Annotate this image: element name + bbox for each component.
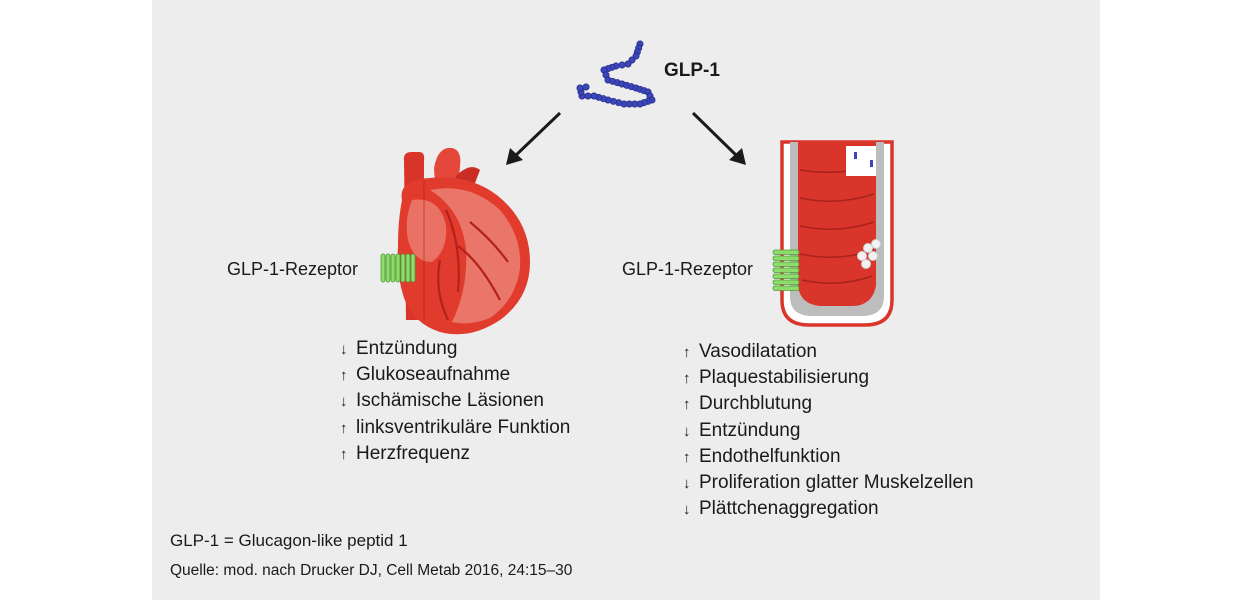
peptide-bead: [590, 92, 598, 100]
arrow-down-icon: ↓: [340, 341, 348, 358]
receptor-helix: [400, 253, 406, 283]
heart-receptor-label: GLP-1-Rezeptor: [227, 259, 359, 279]
receptor-helix: [395, 253, 401, 283]
effect-text: linksventrikuläre Funktion: [356, 416, 571, 438]
list-item: ↓ Ischämische Läsionen: [340, 388, 570, 414]
effect-text: Entzündung: [699, 419, 801, 441]
peptide-bead: [618, 61, 626, 69]
arrow-down-icon: ↓: [683, 422, 691, 440]
peptide-bead: [582, 83, 590, 91]
arrow-up-icon: ↑: [340, 445, 348, 463]
list-item: ↑ linksventrikuläre Funktion: [340, 415, 570, 441]
vessel-receptor-label: GLP-1-Rezeptor: [622, 259, 754, 279]
receptor-helix: [772, 267, 800, 273]
source-note: Quelle: mod. nach Drucker DJ, Cell Metab…: [170, 562, 573, 579]
effect-text: Ischämische Läsionen: [356, 390, 544, 412]
effect-text: Glukoseaufnahme: [356, 364, 511, 386]
peptide-chain-icon: [576, 40, 656, 108]
arrow-down-icon: ↓: [683, 501, 691, 519]
list-item: ↑ Glukoseaufnahme: [340, 362, 570, 388]
list-item: ↑ Endothelfunktion: [683, 444, 974, 470]
arrow-up-icon: ↑: [683, 448, 691, 466]
arrow-down-icon: ↓: [340, 393, 348, 411]
receptor-helix: [410, 253, 416, 283]
peptide-bead: [584, 92, 592, 100]
receptor-helix: [772, 273, 800, 279]
arrow-up-icon: ↑: [683, 344, 691, 361]
receptor-helix: [390, 253, 396, 283]
arrow-up-icon: ↑: [683, 370, 691, 388]
receptor-helix: [772, 261, 800, 267]
effect-text: Vasodilatation: [699, 341, 817, 362]
effect-text: Entzündung: [356, 338, 458, 359]
effect-text: Plättchenaggregation: [699, 498, 879, 520]
receptor-helix: [772, 285, 800, 291]
abbreviation-note: GLP-1 = Glucagon-like peptid 1: [170, 531, 408, 550]
effect-text: Herzfrequenz: [356, 442, 471, 464]
arrow-up-icon: ↑: [340, 367, 348, 385]
blood-vessel-icon: [780, 140, 894, 327]
list-item: ↓ Entzündung: [683, 418, 974, 444]
list-item: ↑ Vasodilatation: [683, 339, 974, 365]
heart-effects-list: ↓ Entzündung ↑ Glukoseaufnahme ↓ Ischämisch…: [340, 336, 570, 467]
effect-text: Plaquestabilisierung: [699, 367, 870, 389]
peptide-bead: [624, 60, 632, 68]
arrow-up-icon: ↑: [683, 396, 691, 414]
list-item: ↓ Entzündung: [340, 336, 570, 362]
arrow-up-icon: ↑: [340, 419, 348, 437]
molecule-label: GLP-1: [664, 60, 720, 81]
heart-icon: [397, 147, 530, 335]
figure-panel: [152, 0, 1100, 600]
vessel-effects-list: ↑ Vasodilatation ↑ Plaquestabilisierung ↑ D…: [683, 339, 974, 522]
arrow-to-heart: [506, 111, 562, 165]
receptor-helix: [405, 253, 411, 283]
receptor-icon-vessel: [772, 249, 800, 291]
receptor-icon-heart: [380, 253, 416, 283]
list-item: ↓ Proliferation glatter Muskelzellen: [683, 470, 974, 496]
receptor-helix: [385, 253, 391, 283]
list-item: ↓ Plättchenaggregation: [683, 496, 974, 522]
receptor-helix: [772, 255, 800, 261]
list-item: ↑ Plaquestabilisierung: [683, 365, 974, 391]
receptor-helix: [380, 253, 386, 283]
peptide-bead: [576, 84, 584, 92]
effect-text: Proliferation glatter Muskelzellen: [699, 471, 974, 493]
arrow-down-icon: ↓: [683, 474, 691, 492]
effect-text: Durchblutung: [699, 393, 813, 415]
effect-text: Endothelfunktion: [699, 445, 841, 467]
receptor-helix: [772, 279, 800, 285]
list-item: ↑ Durchblutung: [683, 391, 974, 417]
list-item: ↑ Herzfrequenz: [340, 441, 570, 467]
arrow-to-vessel: [691, 111, 746, 165]
receptor-helix: [772, 249, 800, 255]
